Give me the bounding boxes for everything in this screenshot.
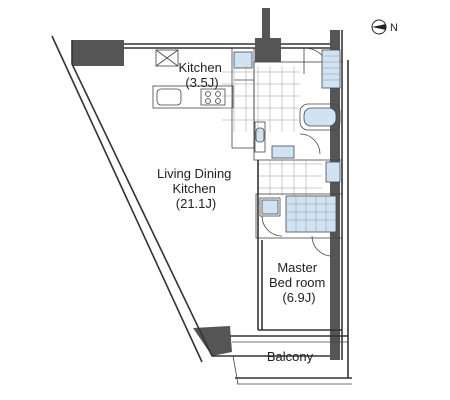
closet-rack xyxy=(285,195,337,233)
bath-core xyxy=(253,47,343,183)
room-label-balcony: Balcony xyxy=(267,349,314,364)
north-compass: N xyxy=(371,19,398,35)
room-label-master: Master Bed room (6.9J) xyxy=(269,260,329,305)
column-bottom-left xyxy=(193,326,232,356)
room-label-ldk: Living Dining Kitchen (21.1J) xyxy=(157,166,235,211)
storage-shelves xyxy=(321,49,341,89)
compass-label: N xyxy=(390,22,398,34)
toilet xyxy=(255,127,265,143)
column-top-left xyxy=(72,40,124,66)
fridge xyxy=(233,51,253,69)
room-label-kitchen: Kitchen (3.5J) xyxy=(179,60,226,90)
washbasin xyxy=(271,145,295,159)
balcony-area xyxy=(230,335,352,385)
kitchen-area xyxy=(152,47,255,149)
closet xyxy=(255,193,343,257)
column-top-wall xyxy=(262,8,270,40)
tile-grid xyxy=(222,66,322,196)
bathtub xyxy=(303,107,337,127)
column-right-edge xyxy=(330,30,340,360)
column-top-mid xyxy=(255,38,281,62)
partitions xyxy=(257,160,342,331)
washer xyxy=(325,161,341,183)
